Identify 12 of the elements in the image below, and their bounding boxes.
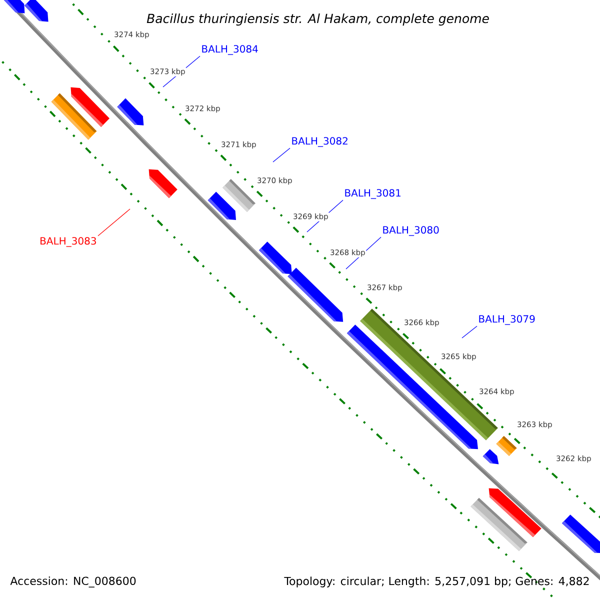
title: Bacillus thuringiensis str. Al Hakam, complete genome xyxy=(146,14,489,26)
leader-line xyxy=(98,208,130,236)
accession-text: Accession: NC_008600 xyxy=(10,576,136,588)
gene-label: BALH_3079 xyxy=(479,315,535,325)
gene-label: BALH_3082 xyxy=(292,137,348,147)
gene-label: BALH_3080 xyxy=(383,226,439,236)
gene-label: BALH_3084 xyxy=(202,45,258,55)
leader-line xyxy=(462,326,478,338)
genome-info-text: Topology: circular; Length: 5,257,091 bp; Genes: 4,882 xyxy=(284,576,589,588)
gene-label: BALH_3081 xyxy=(345,189,401,199)
gene-label: BALH_3083 xyxy=(40,237,96,247)
leader-line xyxy=(272,148,290,162)
